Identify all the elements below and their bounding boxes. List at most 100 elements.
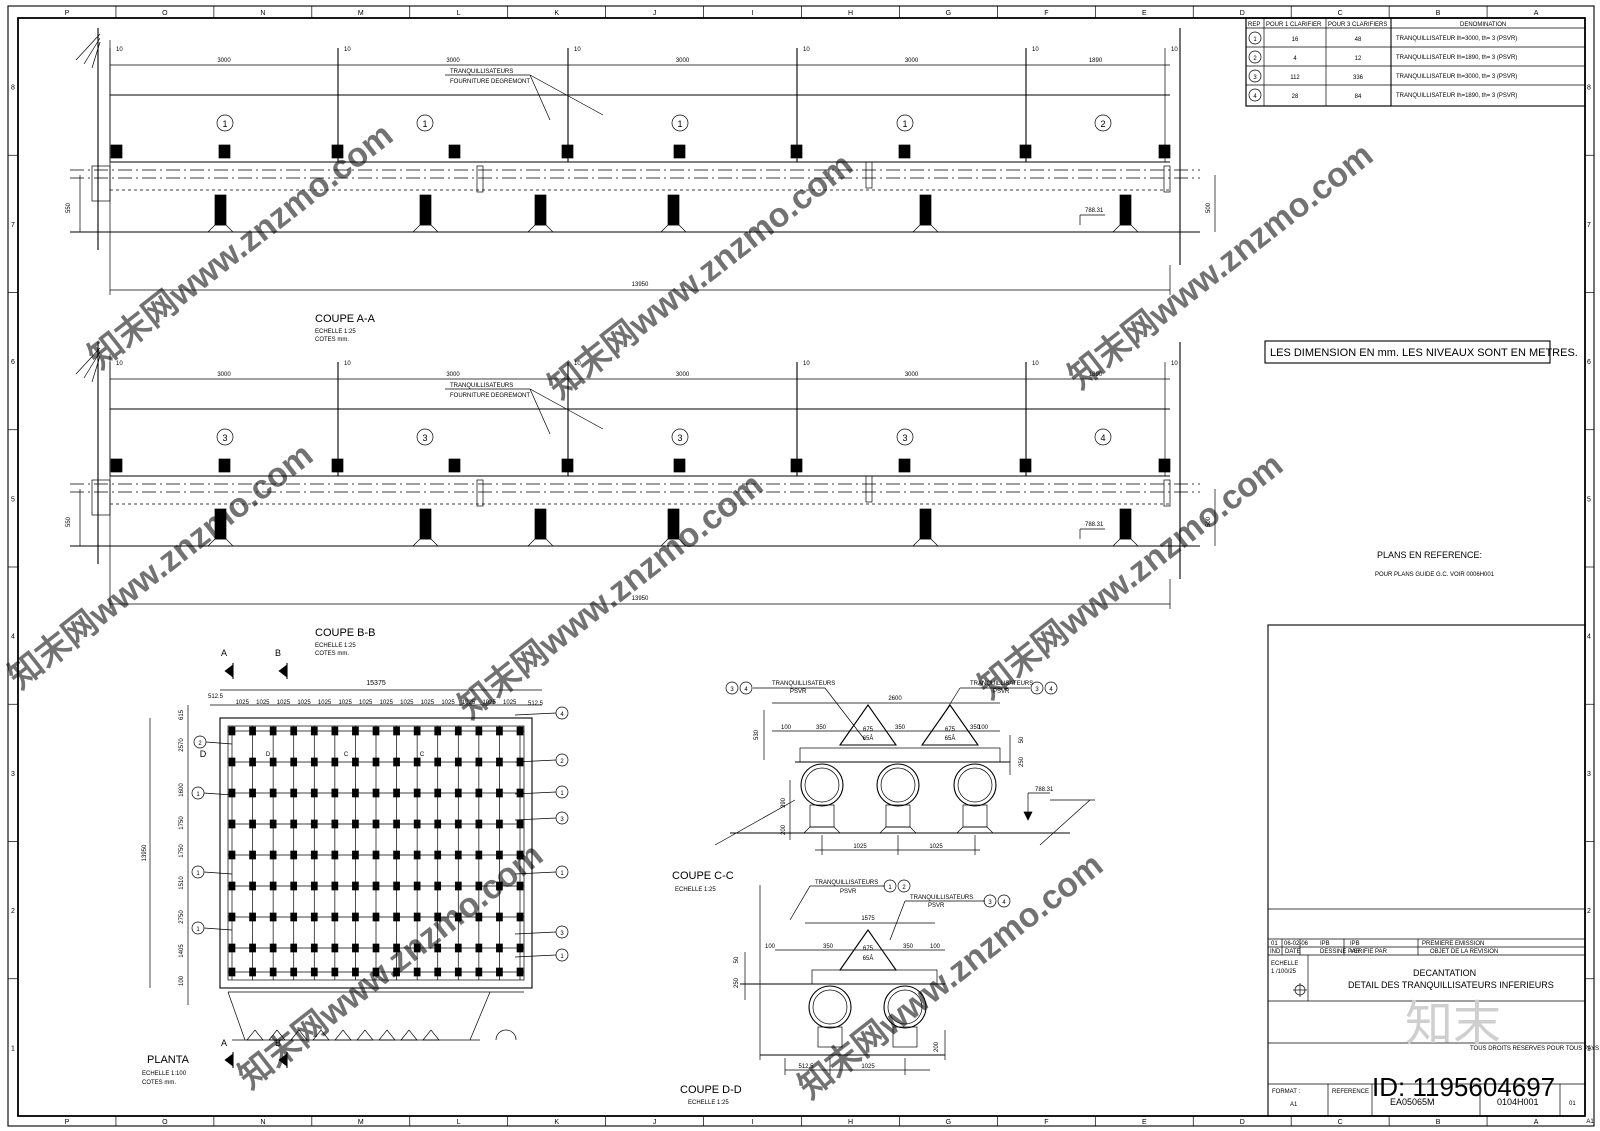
profile-dim: 350	[903, 944, 914, 950]
row-label: 8	[11, 85, 15, 92]
section-title: COUPE D-D	[680, 1084, 742, 1096]
footing	[956, 826, 994, 834]
pipe-support	[817, 1026, 843, 1048]
ref-mark-circle	[1248, 88, 1262, 102]
vertical-dim: 615	[179, 709, 185, 720]
nozzle	[91, 165, 111, 202]
footing	[1112, 224, 1139, 233]
hopper-line	[227, 991, 246, 1041]
ref-mark-circle	[739, 681, 753, 695]
tb-title2: DETAIL DES TRANQUILLISATEURS INFERIEURS	[1348, 980, 1554, 990]
tranquilliser-block	[269, 850, 277, 860]
height-dim: 390	[781, 797, 787, 808]
ref-mark-number: 1	[1253, 37, 1257, 43]
tranquilliser-block	[228, 912, 236, 922]
tb-reference-label: REFERENCE	[1332, 1089, 1369, 1095]
watermark-site: 知末网www.znzmo.com	[82, 116, 401, 377]
section-marker-c: C	[420, 752, 425, 758]
hopper-cone	[246, 1029, 264, 1041]
tranquilliser-block	[496, 788, 503, 798]
height-dim: 550	[66, 516, 72, 527]
tranquilliser-block	[434, 726, 442, 736]
tb-drawing-no: 0104H001	[1497, 1097, 1539, 1107]
hopper-line	[469, 991, 491, 1041]
column-label: J	[653, 1119, 657, 1126]
leader	[889, 900, 906, 941]
triangle-dim: 675	[863, 727, 874, 733]
tranquilliser-block	[393, 912, 400, 922]
module-dim: 1025	[421, 700, 435, 706]
column-label: O	[162, 10, 168, 17]
height-dim: 200	[781, 824, 787, 835]
table-cell-p1: 112	[1290, 75, 1300, 81]
tb-h-ind: IND	[1270, 949, 1281, 955]
tranquilliser-block	[516, 850, 524, 860]
ref-mark-number: 1	[222, 119, 227, 129]
profile-dim: 350	[970, 725, 981, 731]
row-label: 5	[11, 496, 15, 503]
hatch	[75, 347, 101, 375]
tranquilliser-block	[290, 912, 298, 922]
ref-mark-number: 3	[677, 433, 682, 443]
support-block	[790, 144, 803, 159]
tranquilliser-block	[269, 912, 277, 922]
tranquilliser-block	[413, 788, 421, 798]
table-cell-p3: 48	[1355, 37, 1362, 43]
tranquilliser-block	[413, 819, 421, 829]
tranquilliser-block	[475, 757, 483, 767]
total-width-dim: 15375	[366, 680, 386, 687]
ref-mark-circle	[1030, 681, 1044, 695]
tranquilliser-block	[310, 726, 318, 736]
column-label: I	[752, 10, 754, 17]
tranquilliser-block	[310, 757, 318, 767]
row-label: 2	[11, 908, 15, 915]
vertical-dim: 1600	[179, 783, 185, 797]
tranquilliser-block	[516, 881, 524, 891]
profile-dim: 100	[978, 725, 989, 731]
tb-rights: TOUS DROITS RESERVES POUR TOUS PAYS	[1470, 1046, 1599, 1052]
leader	[514, 791, 557, 795]
support-block	[1158, 144, 1171, 159]
tranquilliser-block	[372, 819, 380, 829]
section-scale: ECHELLE 1:25	[675, 887, 716, 893]
tranquilliser-block	[310, 943, 318, 953]
span-dim: 1890	[1089, 58, 1103, 64]
tranquilliser-block	[352, 881, 359, 891]
module-dim: 1025	[236, 700, 250, 706]
gap-dim: 10	[344, 47, 351, 53]
bottom-dim: 1025	[853, 844, 867, 850]
tranquilliser-block	[434, 788, 442, 798]
tranquilliser-block	[269, 819, 277, 829]
footing	[912, 224, 939, 233]
tranquilliser-block	[352, 850, 359, 860]
tranquilliser-block	[454, 943, 462, 953]
tranquilliser-block	[413, 943, 421, 953]
gap-dim: 10	[803, 47, 810, 53]
tb-format-value: A1	[1290, 1102, 1298, 1108]
tranquilliser-block	[331, 912, 339, 922]
tranquilliser-block	[413, 726, 421, 736]
column-label: L	[457, 1119, 461, 1126]
tb-date: 06-02-06	[1284, 941, 1309, 947]
span-dim: 3000	[905, 58, 919, 64]
pipe-outer	[876, 763, 920, 807]
tranquilliser-block	[228, 967, 236, 977]
footing	[1112, 538, 1139, 547]
support-block	[790, 458, 803, 473]
height-dim: 250	[734, 977, 740, 988]
tranquilliser-block	[249, 943, 256, 953]
profile-dim: 100	[765, 944, 776, 950]
ref-mark-number: 3	[902, 433, 907, 443]
tranquilliser-block	[372, 943, 380, 953]
ref-mark-circle	[725, 681, 739, 695]
footing	[660, 224, 687, 233]
support-block	[448, 458, 461, 473]
column-label: F	[1044, 10, 1048, 17]
tranquilliser-block	[496, 726, 503, 736]
table-cell-denomination: TRANQUILLISATEUR lh=3000, th= 3 (PSVR)	[1396, 74, 1517, 80]
tranquilliser-block	[290, 726, 298, 736]
tranquilliser-block	[434, 912, 442, 922]
